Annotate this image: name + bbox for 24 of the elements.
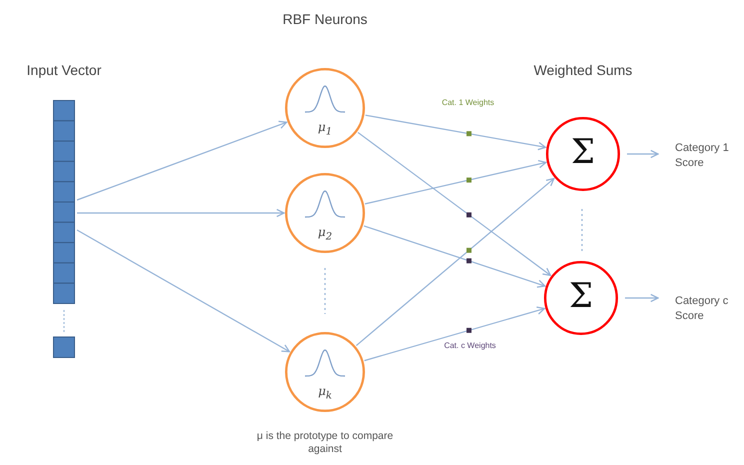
weights-label: Cat. c Weights: [443, 341, 497, 351]
column-heading: RBF Neurons: [282, 11, 368, 28]
neuron-label: μ$_{1}$: [316, 120, 334, 138]
arrow: [358, 132, 552, 276]
arrow: [364, 225, 546, 288]
arrow: [356, 178, 555, 346]
output-label: Category c Score: [675, 294, 730, 324]
heading: Input Vector: [26, 62, 102, 78]
output-label: Category 1 Score: [675, 141, 730, 171]
arrow: [76, 229, 290, 352]
arrow: [364, 160, 547, 204]
note: μ is the prototype to compare against: [256, 430, 394, 456]
sigma-symbol: Σ: [570, 132, 596, 172]
weights-label: Cat. 1 Weights: [440, 98, 496, 108]
arrow: [76, 120, 288, 201]
arrow: [627, 150, 659, 158]
arrow: [365, 114, 546, 150]
arrow: [364, 306, 546, 362]
neuron-label: μ$_{2}$: [316, 225, 334, 242]
sigma-symbol: Σ: [568, 276, 594, 316]
arrow: [77, 208, 285, 218]
column-heading: Weighted Sums: [532, 62, 634, 79]
arrow: [625, 294, 659, 302]
neuron-label: μ$_{k}$: [317, 384, 333, 402]
